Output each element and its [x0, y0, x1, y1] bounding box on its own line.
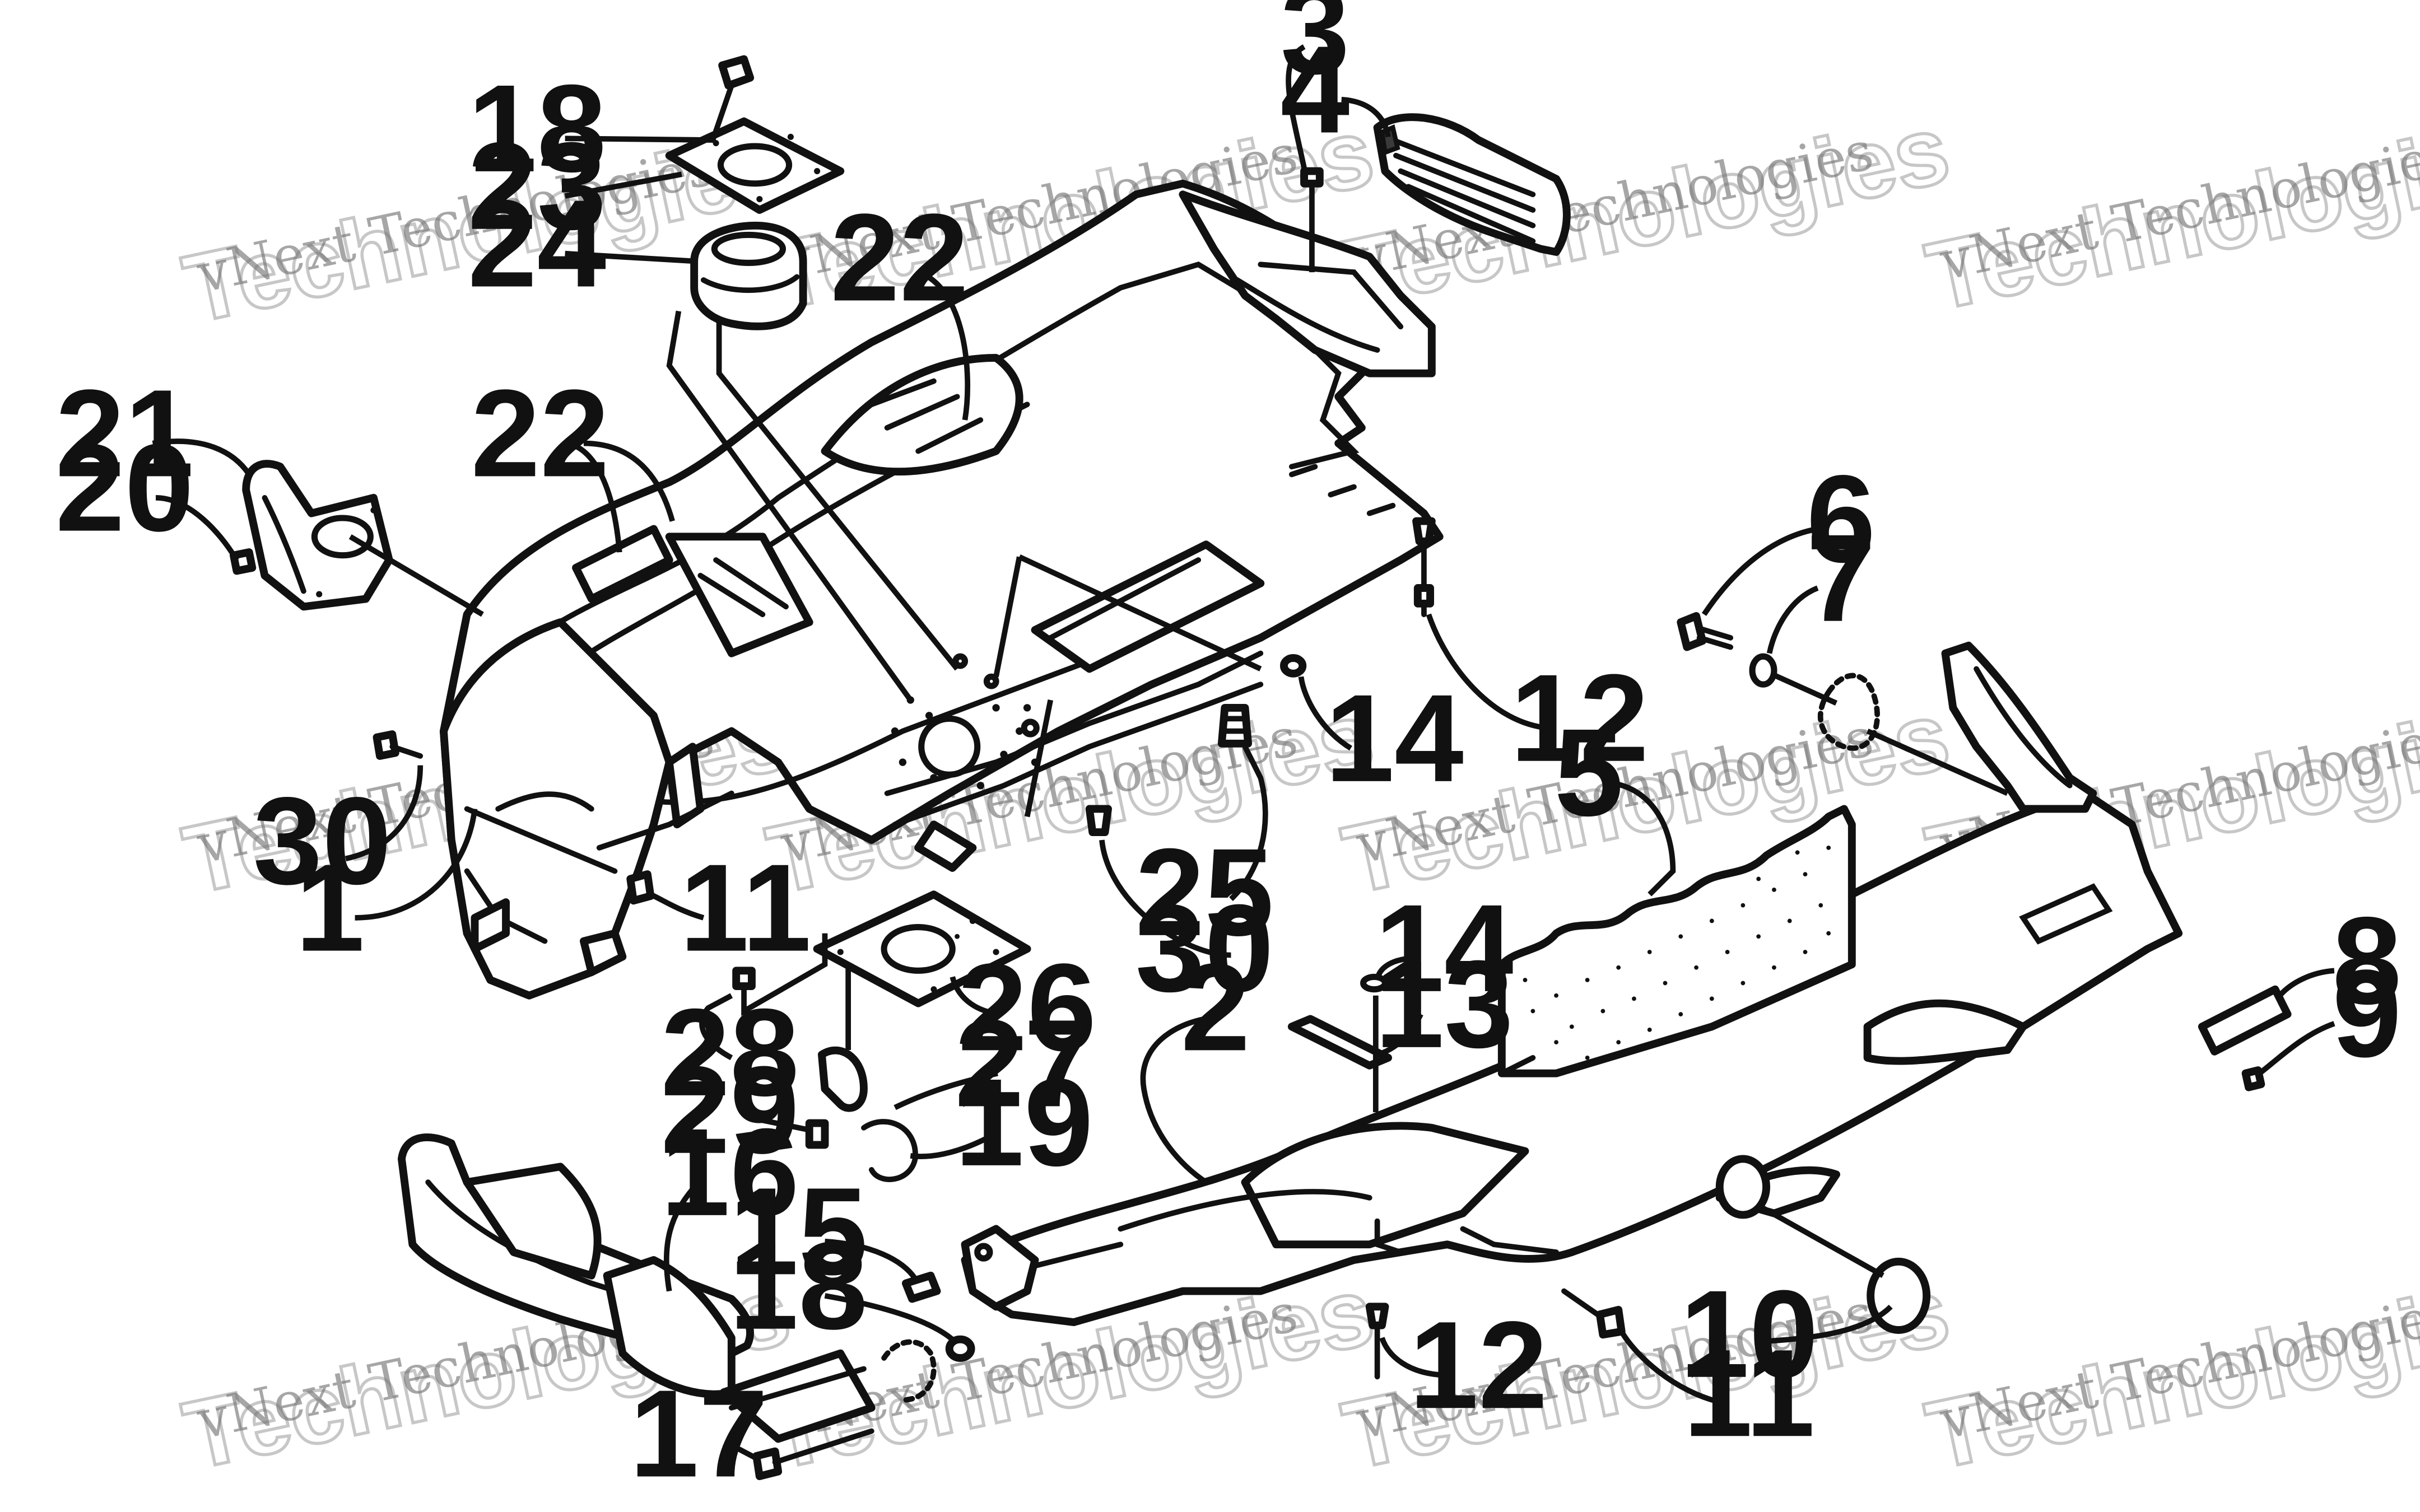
callout-1: 1	[295, 839, 365, 978]
vent-grille-part-4	[1373, 113, 1571, 256]
callout-24: 24	[468, 174, 606, 313]
callout-6: 6	[1807, 450, 1876, 589]
callout-9: 9	[2332, 944, 2402, 1083]
callout-18: 18	[729, 1217, 868, 1356]
callout-30: 30	[253, 772, 392, 911]
callout-26: 26	[958, 938, 1096, 1077]
callout-10: 10	[1680, 1265, 1818, 1404]
callout-17: 17	[630, 1364, 768, 1503]
callout-27: 27	[955, 994, 1093, 1133]
callout-7: 7	[1807, 509, 1876, 648]
callout-11: 11	[680, 839, 811, 978]
nut-18-top	[718, 55, 755, 90]
watermark: Technologies vNext Technologies	[1916, 1256, 2420, 1491]
callout-22: 22	[471, 364, 609, 503]
callout-4: 4	[1281, 20, 1350, 159]
callout-28: 28	[660, 983, 799, 1122]
callout-5: 5	[1555, 703, 1624, 842]
foam-dot-pattern	[1523, 845, 1831, 1060]
screw-20	[230, 548, 257, 575]
callout-20: 20	[55, 419, 194, 558]
callout-12: 12	[1510, 649, 1649, 788]
callout-14: 14	[1375, 879, 1513, 1018]
callout-18: 18	[468, 59, 606, 198]
callout-15: 15	[729, 1162, 868, 1301]
callout-3: 3	[1281, 0, 1350, 100]
callout-23: 23	[468, 117, 606, 256]
callout-30: 30	[1135, 879, 1274, 1018]
callout-29: 29	[660, 1041, 799, 1180]
callout-11: 11	[1683, 1324, 1815, 1463]
callout-21: 21	[55, 364, 194, 503]
callout-16: 16	[660, 1103, 799, 1242]
callout-12: 12	[1409, 1296, 1548, 1435]
callout-labels: 18 23 24 22 3 4 21 20 22 6 7 12 14 5 30 …	[55, 0, 2402, 1503]
watermark: Technologies vNext Technologies	[1916, 96, 2420, 332]
callout-22: 22	[830, 188, 969, 327]
callout-8: 8	[2332, 892, 2402, 1030]
boot-part-21	[230, 460, 484, 617]
bumper-part-16	[398, 1133, 937, 1443]
foam-insert-part-5	[1497, 805, 1856, 1077]
callout-14: 14	[1325, 669, 1464, 808]
callout-2: 2	[1181, 938, 1250, 1077]
intake-assembly	[665, 55, 960, 702]
callout-19: 19	[955, 1053, 1093, 1192]
belly-pan-part-1	[440, 179, 1444, 1000]
callout-leaders	[152, 44, 2335, 1462]
callout-25: 25	[1135, 823, 1274, 962]
callout-13: 13	[1375, 935, 1513, 1074]
